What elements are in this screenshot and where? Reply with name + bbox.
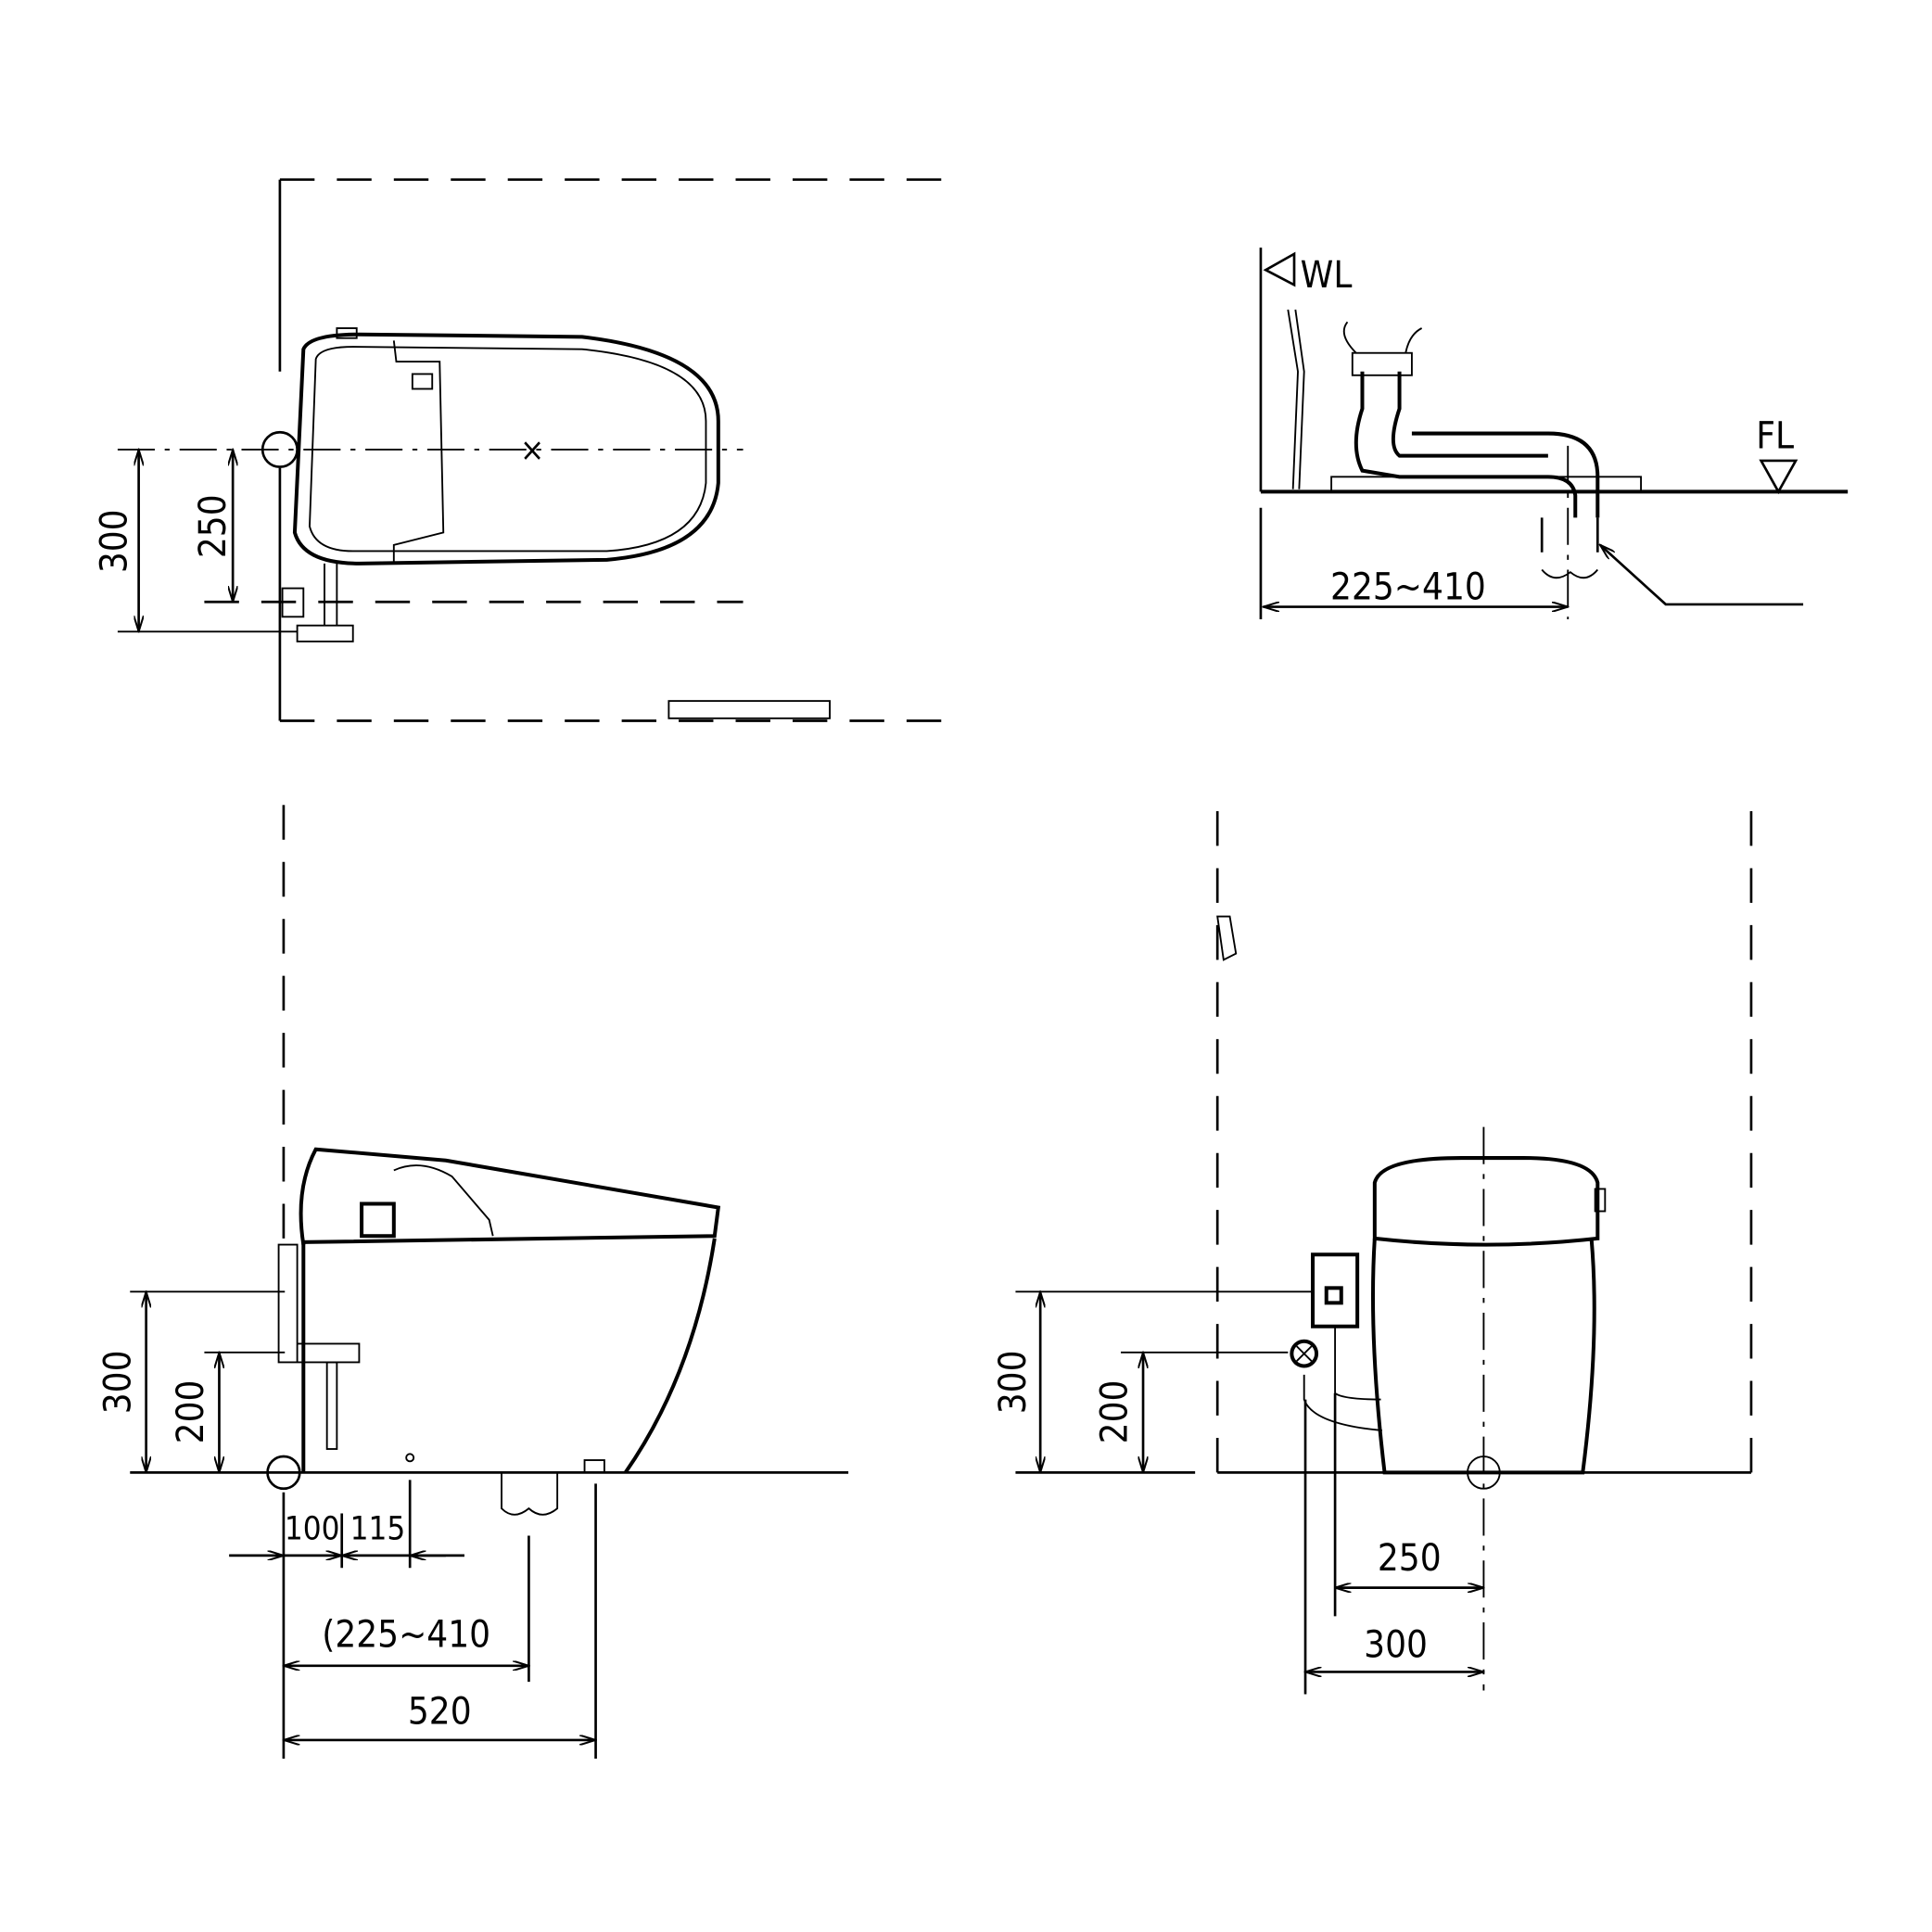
- marker: [405, 1453, 415, 1463]
- fl-triangle-icon: [1759, 459, 1799, 495]
- dim-label-200: 200: [1094, 1380, 1137, 1444]
- paper-holder: [1216, 915, 1238, 961]
- vent-icon: [360, 1201, 396, 1239]
- foot: [583, 1459, 605, 1474]
- dim-label-300: 300: [93, 509, 135, 573]
- valve-side: [277, 1243, 361, 1364]
- valve-icon: [1290, 1339, 1319, 1368]
- dim-label-520: 520: [408, 1691, 472, 1734]
- power-box: [1311, 1252, 1360, 1328]
- plan-view: × 300 250: [93, 178, 947, 722]
- dim-label-300: 300: [992, 1350, 1035, 1414]
- toilet-body-side: [301, 1238, 717, 1474]
- drain-circle: [1467, 1455, 1501, 1490]
- pipe-fitting: [1351, 351, 1413, 376]
- wl-label: WL: [1301, 254, 1353, 297]
- button-icon: [411, 373, 434, 390]
- drain-circle: [266, 1455, 301, 1491]
- wall-finish: [1287, 309, 1305, 489]
- center-mark: ×: [520, 432, 544, 469]
- supply-pipe: [325, 1361, 338, 1450]
- drain-pipe-below: [1540, 517, 1599, 570]
- section-view: WL FL 225~410: [1259, 248, 1849, 619]
- seat-side: [393, 1164, 494, 1237]
- dim-label-100: 100: [285, 1511, 340, 1548]
- drain-pipe-side: [501, 1472, 559, 1516]
- toilet-outline-top: [292, 332, 720, 566]
- dim-label-115: 115: [350, 1511, 406, 1548]
- wl-triangle-icon: [1263, 251, 1296, 287]
- dim-label-300: 300: [96, 1350, 139, 1414]
- remote-control: [667, 700, 831, 719]
- base-plate: [1330, 476, 1642, 493]
- pipe-break: [1541, 568, 1599, 579]
- valve-top: [281, 563, 354, 642]
- drain-pipe: [1354, 371, 1600, 518]
- dim-label-250: 250: [192, 494, 235, 558]
- toilet-lid-top: [309, 346, 707, 553]
- dim-label-300-horizontal: 300: [1364, 1623, 1428, 1666]
- leader-line: [1600, 545, 1804, 606]
- toilet-lid-side: [299, 1147, 721, 1245]
- control-panel-top: [392, 340, 445, 564]
- supply-hoses: [1303, 1326, 1382, 1431]
- side-button: [1594, 1188, 1607, 1213]
- knob: [336, 327, 358, 339]
- valve-cross: [1296, 1345, 1313, 1362]
- outlet-icon: [1324, 1286, 1343, 1305]
- front-view: 300 200 250 300: [992, 811, 1753, 1695]
- side-view: 300 200 100 115 (225~410 520: [96, 805, 849, 1759]
- dim-label-drain: 225~410: [1330, 566, 1486, 609]
- dim-label-200: 200: [170, 1380, 212, 1444]
- toilet-lid-front: [1372, 1156, 1600, 1247]
- fl-label: FL: [1756, 415, 1794, 458]
- dim-label-drain: (225~410: [322, 1614, 490, 1657]
- dim-label-250: 250: [1378, 1537, 1442, 1580]
- hoses: [1342, 321, 1423, 354]
